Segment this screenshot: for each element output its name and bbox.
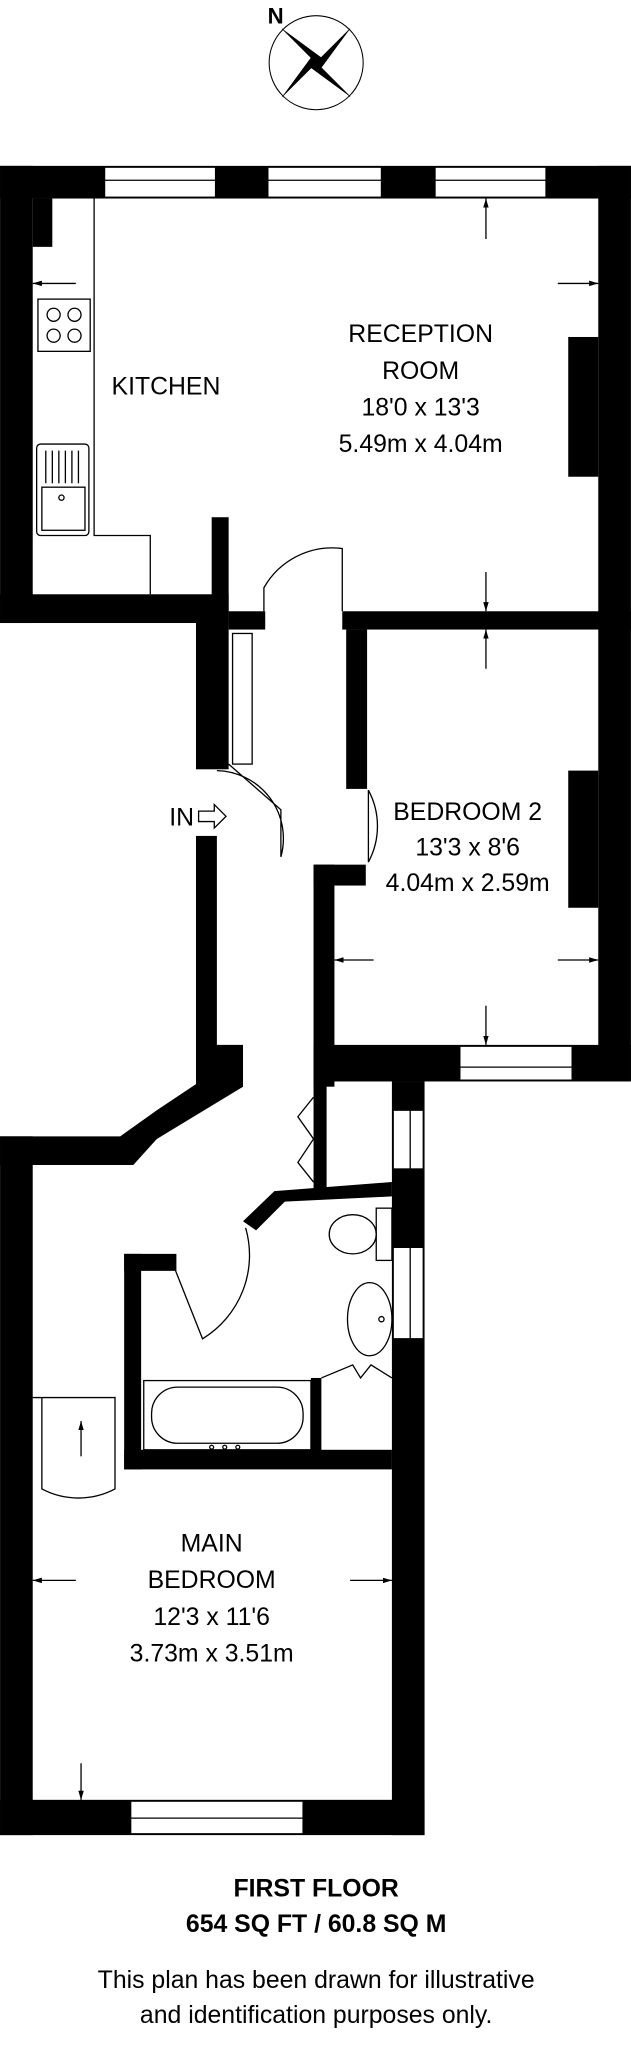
room-kitchen: KITCHEN xyxy=(112,373,221,400)
room-name: MAIN xyxy=(181,1531,243,1558)
floor-title: FIRST FLOOR xyxy=(234,1875,399,1902)
room-name: BEDROOM xyxy=(148,1567,276,1594)
north-label: N xyxy=(268,4,284,29)
windows xyxy=(103,166,573,1835)
room-main-bedroom: MAIN BEDROOM 12'3 x 11'6 3.73m x 3.51m xyxy=(130,1531,294,1668)
entrance-label: IN xyxy=(169,804,194,831)
dimension-arrows xyxy=(32,198,599,1800)
room-bedroom-2: BEDROOM 2 13'3 x 8'6 4.04m x 2.59m xyxy=(386,799,550,897)
kitchen-worktop xyxy=(93,198,151,595)
cupboard-doors xyxy=(321,1364,393,1380)
doors xyxy=(32,547,379,1499)
room-name: BEDROOM 2 xyxy=(393,799,542,826)
room-name: RECEPTION xyxy=(348,321,493,348)
floor-area: 654 SQ FT / 60.8 SQ M xyxy=(186,1911,446,1938)
basin-icon xyxy=(346,1281,393,1357)
compass-icon: N xyxy=(268,4,364,111)
disclaimer-line-2: and identification purposes only. xyxy=(140,2002,492,2029)
room-dimensions-metric: 3.73m x 3.51m xyxy=(130,1640,294,1667)
room-dimensions-imperial: 13'3 x 8'6 xyxy=(415,835,520,862)
room-name: ROOM xyxy=(382,358,459,385)
room-dimensions-imperial: 18'0 x 13'3 xyxy=(361,394,479,421)
toilet-icon xyxy=(328,1207,393,1262)
bathtub-icon xyxy=(143,1379,312,1451)
room-dimensions-metric: 5.49m x 4.04m xyxy=(339,431,503,458)
entrance: IN xyxy=(169,802,227,831)
room-dimensions-metric: 4.04m x 2.59m xyxy=(386,870,550,897)
entrance-arrow-icon xyxy=(197,802,227,830)
disclaimer-line-1: This plan has been drawn for illustrativ… xyxy=(98,1967,535,1994)
hob-icon xyxy=(37,298,91,352)
room-reception: RECEPTION ROOM 18'0 x 13'3 5.49m x 4.04m xyxy=(339,321,503,458)
room-dimensions-imperial: 12'3 x 11'6 xyxy=(153,1604,270,1631)
sink-icon xyxy=(35,443,90,537)
